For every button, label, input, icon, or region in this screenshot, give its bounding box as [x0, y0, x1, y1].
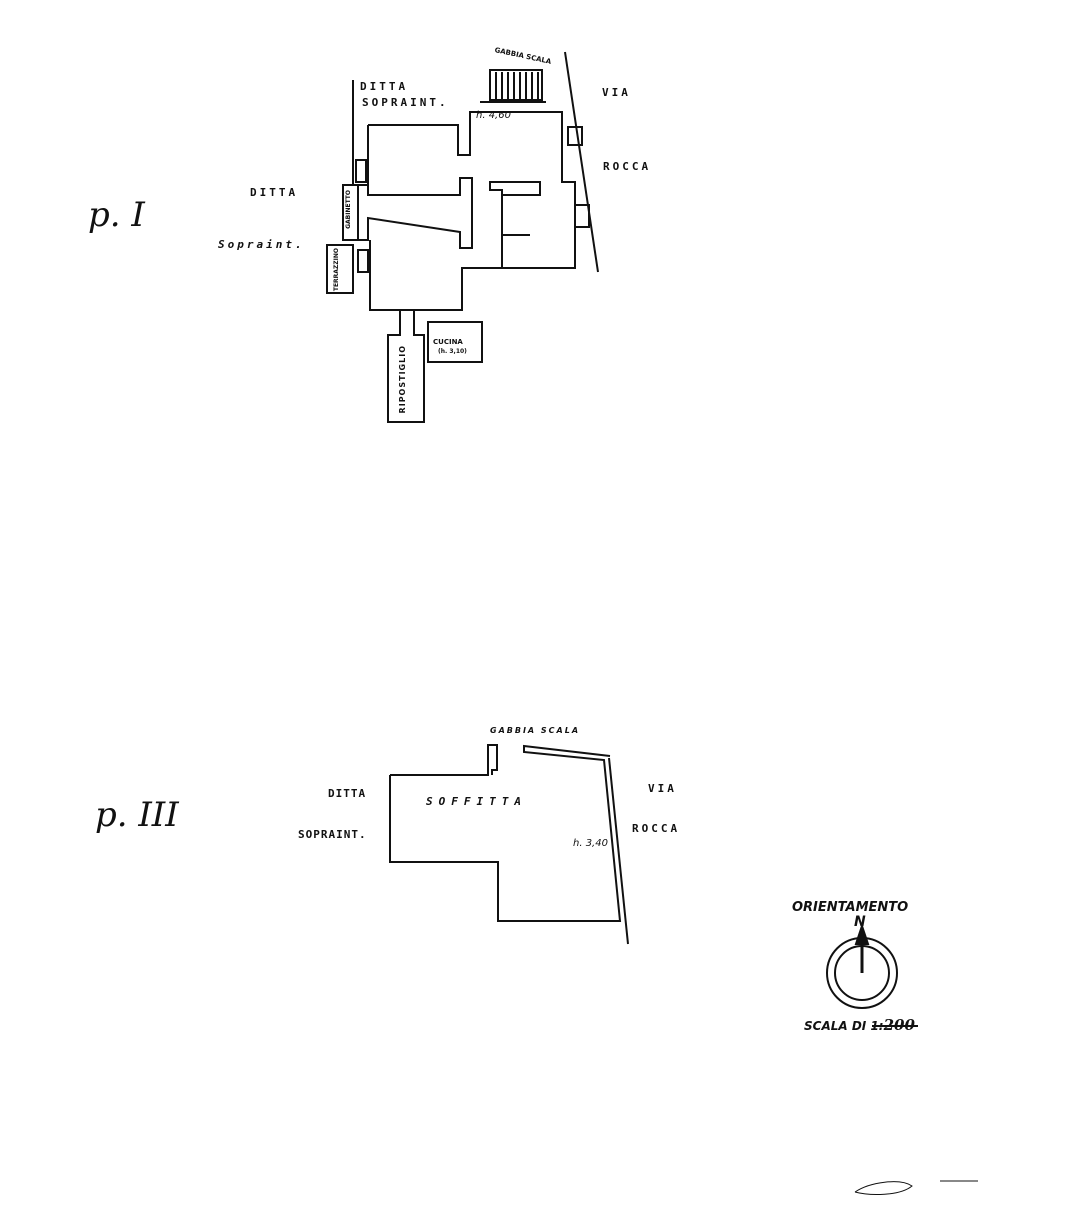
corridor-outline	[370, 309, 425, 423]
north-arrow-head	[854, 922, 870, 945]
signature-mark	[854, 1181, 913, 1195]
label-gabinetto: GABINETTO	[345, 190, 352, 229]
floor3-title: p. III	[95, 795, 179, 835]
gabinetto-outline	[342, 184, 359, 241]
label-ditta-top: DITTA	[360, 80, 409, 93]
label-rocca-floor1: ROCCA	[603, 160, 652, 173]
label-height-floor3: h. 3,40	[573, 838, 608, 849]
central-room-outline	[369, 240, 502, 311]
stair-cage-floor1	[480, 69, 546, 103]
label-cucina: CUCINA	[433, 338, 463, 346]
left-room-outline	[357, 125, 473, 249]
label-via-floor3: VIA	[648, 782, 677, 795]
label-via-floor1: VIA	[602, 86, 631, 99]
window-floor1-b	[574, 204, 590, 228]
label-rocca-floor3: ROCCA	[632, 822, 681, 835]
label-soprint-top: SOPRAINT.	[362, 96, 449, 109]
apartment-outline-floor1	[368, 111, 576, 269]
attic-outline	[390, 744, 498, 776]
orientation-label: ORIENTAMENTO	[792, 900, 909, 915]
scale-prefix: SCALA DI 1:	[804, 1019, 884, 1033]
terrazzino-outline	[326, 244, 354, 294]
scale-label: SCALA DI 1:200	[804, 1016, 915, 1034]
attic-outline-right	[389, 744, 622, 922]
label-soprint-left: Sopraint.	[218, 238, 305, 251]
label-gabbia-scala-floor3: GABBIA SCALA	[490, 726, 581, 735]
window-floor1-a	[567, 126, 583, 146]
label-ditta-floor3: DITTA	[328, 787, 367, 800]
floor1-title: p. I	[88, 195, 145, 235]
street-wall-floor3	[608, 757, 629, 945]
window-floor1-d	[357, 249, 369, 273]
window-floor1-c	[355, 159, 367, 183]
label-terrazzino: TERRAZZINO	[333, 248, 340, 292]
kitchen-outline	[427, 321, 483, 363]
label-height-floor1: h. 4,60	[476, 110, 511, 121]
street-wall-floor1	[564, 51, 599, 273]
label-ripostiglio: RIPOSTIGLIO	[398, 345, 407, 414]
label-soprint-floor3: SOPRAINT.	[298, 828, 367, 841]
label-ditta-left: DITTA	[250, 186, 299, 199]
north-icon: N	[854, 914, 866, 930]
scale-value: 200	[883, 1016, 915, 1034]
label-cucina-height: (h. 3,10)	[438, 348, 467, 355]
label-soffitta: SOFFITTA	[426, 795, 527, 808]
